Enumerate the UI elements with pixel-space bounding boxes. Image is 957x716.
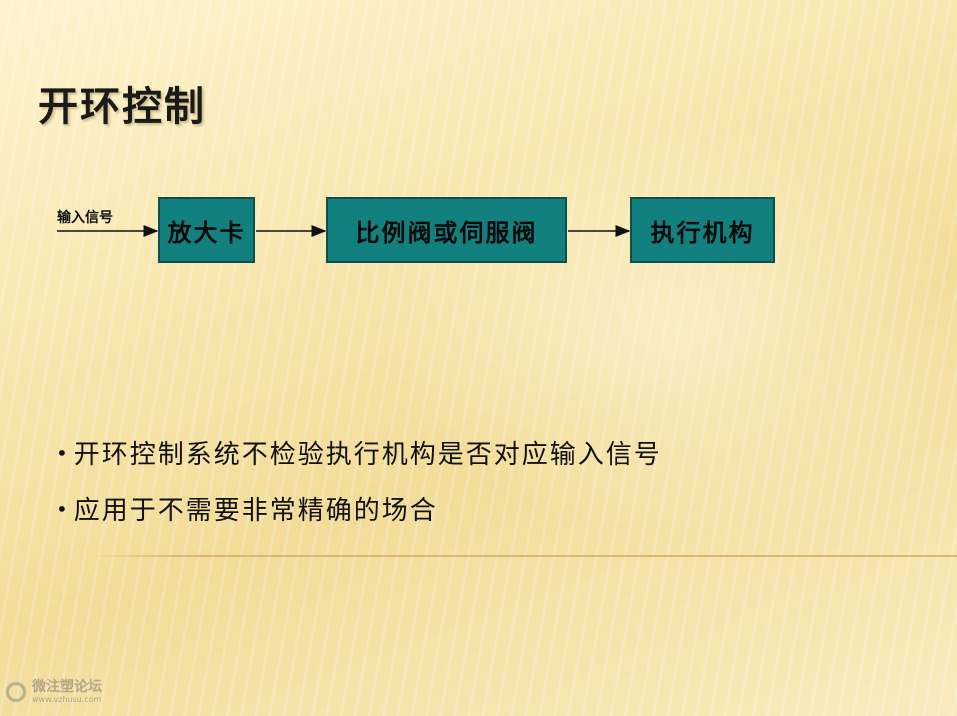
- bullet-marker: •: [56, 496, 70, 521]
- watermark-text: 微注塑论坛 www.vzhusu.com: [32, 680, 102, 704]
- proportional-servo-valve-block: 比例阀或伺服阀: [326, 197, 567, 263]
- bullet-marker: •: [56, 440, 70, 465]
- actuator-block: 执行机构: [630, 197, 775, 263]
- watermark-name: 微注塑论坛: [32, 679, 102, 695]
- amplifier-card-block: 放大卡: [158, 197, 255, 263]
- bullet-text: 开环控制系统不检验执行机构是否对应输入信号: [73, 440, 662, 470]
- background-glow: [380, 120, 957, 540]
- watermark-url: www.vzhusu.com: [32, 695, 102, 704]
- bullet-text: 应用于不需要非常精确的场合: [73, 496, 438, 526]
- bullet-item: • 应用于不需要非常精确的场合: [56, 490, 438, 527]
- forum-watermark: 微注塑论坛 www.vzhusu.com: [6, 680, 102, 704]
- bullet-item: • 开环控制系统不检验执行机构是否对应输入信号: [56, 434, 662, 471]
- slide-title: 开环控制: [38, 83, 206, 130]
- input-signal-label: 输入信号: [57, 210, 113, 226]
- slide-divider: [90, 555, 957, 557]
- watermark-logo-icon: [6, 682, 26, 702]
